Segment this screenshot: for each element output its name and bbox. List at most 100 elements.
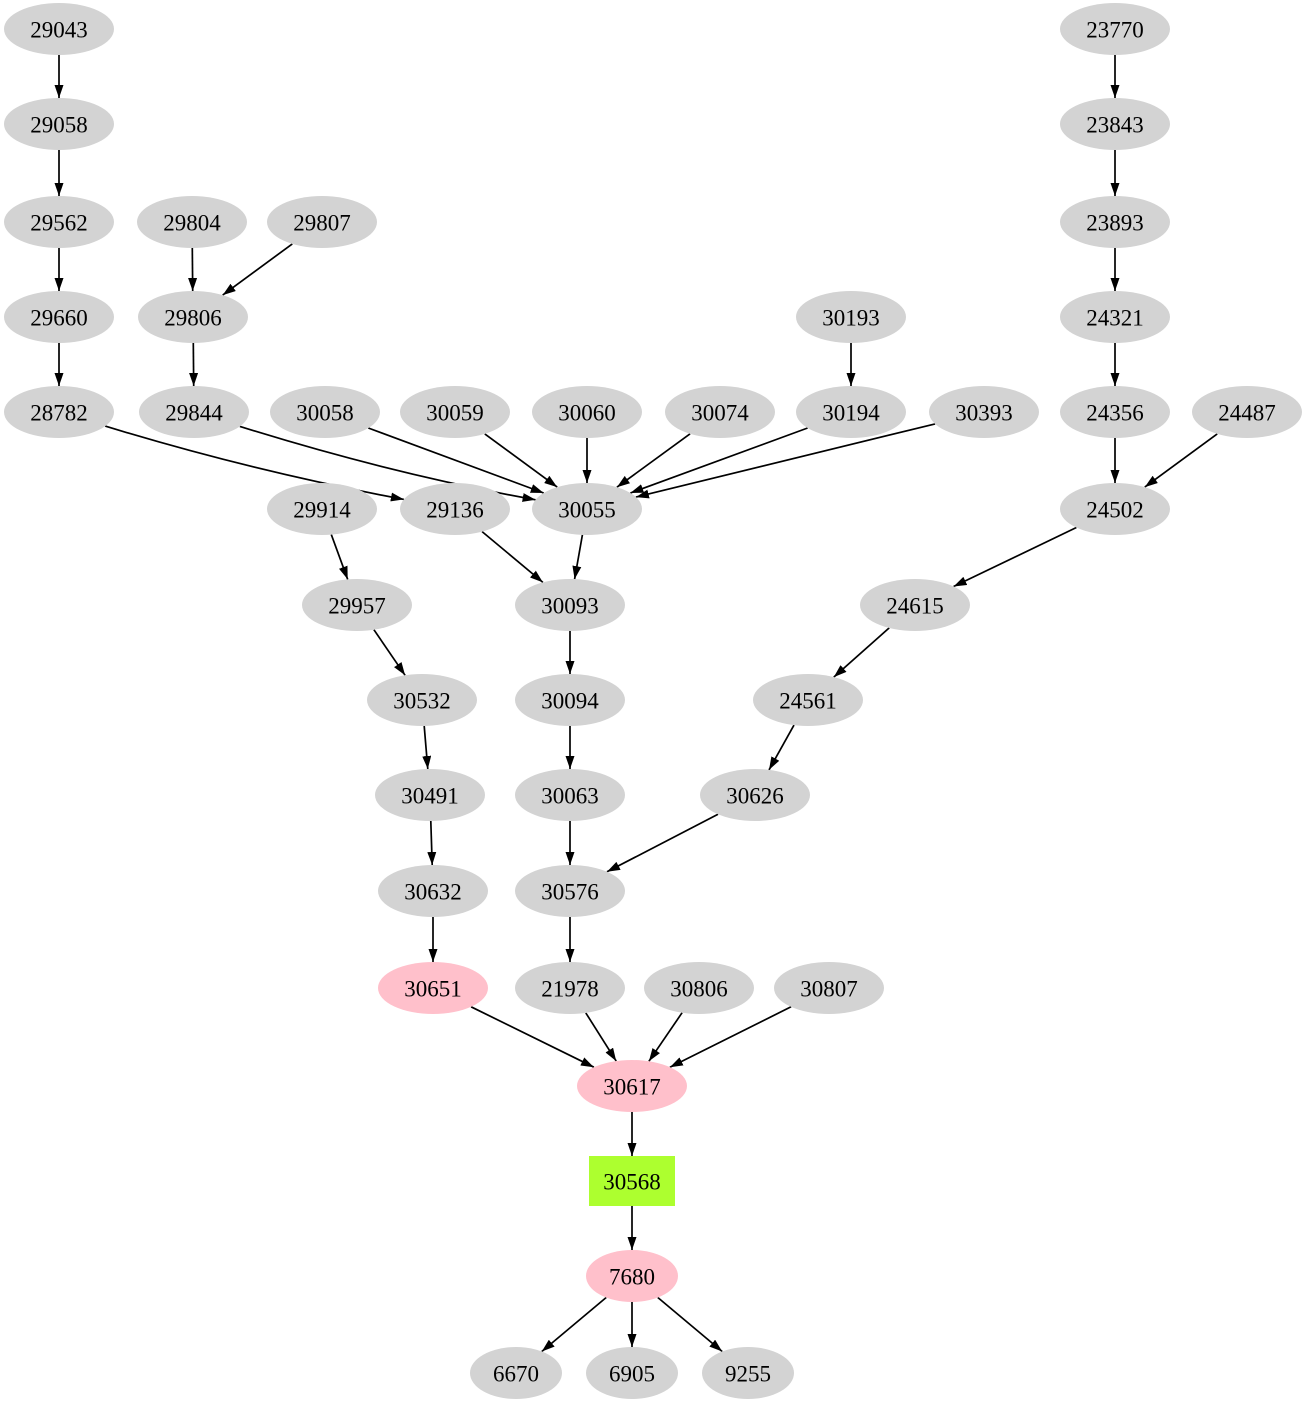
graph-edge-30806-30617 xyxy=(648,1012,683,1062)
graph-node-30617: 30617 xyxy=(577,1060,687,1112)
node-label: 30632 xyxy=(404,880,462,905)
graph-edge-29136-30093 xyxy=(481,530,544,584)
graph-node-9255: 9255 xyxy=(702,1347,794,1399)
graph-node-30576: 30576 xyxy=(515,865,625,917)
node-label: 23770 xyxy=(1086,18,1144,43)
node-shape-ellipse xyxy=(665,386,775,438)
node-shape-ellipse xyxy=(1060,483,1170,535)
node-shape-ellipse xyxy=(796,386,906,438)
graph-node-23893: 23893 xyxy=(1060,196,1170,248)
node-shape-ellipse xyxy=(515,865,625,917)
node-shape-ellipse xyxy=(1192,386,1302,438)
node-label: 24561 xyxy=(779,689,837,714)
graph-edge-7680-6670 xyxy=(541,1296,607,1353)
node-shape-ellipse xyxy=(774,962,884,1014)
graph-edge-21978-30617 xyxy=(585,1012,617,1062)
graph-edge-30059-30055 xyxy=(484,433,558,488)
node-label: 30651 xyxy=(404,977,462,1002)
node-label: 30532 xyxy=(393,689,451,714)
node-label: 30807 xyxy=(800,977,858,1002)
graph-edge-30074-30055 xyxy=(616,433,691,488)
node-label: 30058 xyxy=(296,401,354,426)
graph-edge-24502-24615 xyxy=(953,526,1077,588)
graph-edge-30194-30055 xyxy=(630,427,808,494)
node-shape-ellipse xyxy=(1060,98,1170,150)
graph-node-30094: 30094 xyxy=(515,674,625,726)
node-label: 30626 xyxy=(726,784,784,809)
graph-node-21978: 21978 xyxy=(515,962,625,1014)
node-shape-ellipse xyxy=(267,483,377,535)
graph-edge-30651-30617 xyxy=(470,1006,595,1068)
graph-node-30059: 30059 xyxy=(400,386,510,438)
graph-node-23770: 23770 xyxy=(1060,3,1170,55)
node-shape-ellipse xyxy=(586,1250,678,1302)
graph-node-29043: 29043 xyxy=(4,3,114,55)
graph-node-29844: 29844 xyxy=(139,386,249,438)
graph-node-6670: 6670 xyxy=(470,1347,562,1399)
node-label: 30055 xyxy=(558,498,616,523)
graph-node-24561: 24561 xyxy=(753,674,863,726)
node-shape-ellipse xyxy=(4,386,114,438)
node-shape-ellipse xyxy=(515,674,625,726)
graph-node-30632: 30632 xyxy=(378,865,488,917)
graph-edge-28782-29136 xyxy=(104,425,405,502)
node-label: 29136 xyxy=(426,498,484,523)
node-shape-ellipse xyxy=(400,386,510,438)
node-label: 30193 xyxy=(822,306,880,331)
graph-node-30093: 30093 xyxy=(515,579,625,631)
node-label: 30806 xyxy=(670,977,728,1002)
node-label: 30617 xyxy=(603,1075,661,1100)
node-shape-ellipse xyxy=(700,769,810,821)
node-label: 6670 xyxy=(493,1362,539,1387)
node-label: 30093 xyxy=(541,594,599,619)
node-label: 30568 xyxy=(603,1170,661,1195)
graph-node-23843: 23843 xyxy=(1060,98,1170,150)
graph-edge-30807-30617 xyxy=(669,1006,792,1068)
node-label: 28782 xyxy=(30,401,88,426)
node-shape-ellipse xyxy=(1060,291,1170,343)
graph-node-30491: 30491 xyxy=(375,769,485,821)
node-shape-ellipse xyxy=(378,962,488,1014)
node-shape-ellipse xyxy=(367,674,477,726)
node-shape-ellipse xyxy=(860,579,970,631)
node-shape-ellipse xyxy=(375,769,485,821)
graph-edge-29807-29806 xyxy=(222,243,293,296)
graph-node-6905: 6905 xyxy=(586,1347,678,1399)
node-shape-ellipse xyxy=(1060,196,1170,248)
node-label: 9255 xyxy=(725,1362,771,1387)
graph-edge-29914-29957 xyxy=(330,534,349,580)
node-shape-ellipse xyxy=(929,386,1039,438)
graph-edge-30058-30055 xyxy=(368,427,544,494)
node-label: 24615 xyxy=(886,594,944,619)
graph-node-29804: 29804 xyxy=(137,196,247,248)
node-label: 29058 xyxy=(30,113,88,138)
graph-node-24321: 24321 xyxy=(1060,291,1170,343)
node-shape-ellipse xyxy=(644,962,754,1014)
node-label: 7680 xyxy=(609,1265,655,1290)
node-label: 30074 xyxy=(691,401,749,426)
graph-node-24356: 24356 xyxy=(1060,386,1170,438)
node-label: 30576 xyxy=(541,880,599,905)
graph-node-29807: 29807 xyxy=(267,196,377,248)
node-shape-ellipse xyxy=(515,962,625,1014)
node-shape-ellipse xyxy=(515,579,625,631)
graph-node-30806: 30806 xyxy=(644,962,754,1014)
node-shape-ellipse xyxy=(4,98,114,150)
node-label: 29562 xyxy=(30,211,88,236)
node-shape-ellipse xyxy=(470,1347,562,1399)
graph-edge-24561-30626 xyxy=(768,724,795,771)
graph-edge-24615-24561 xyxy=(833,627,890,678)
node-shape-ellipse xyxy=(4,196,114,248)
graph-node-30074: 30074 xyxy=(665,386,775,438)
node-label: 30094 xyxy=(541,689,599,714)
graph-edge-30491-30632 xyxy=(427,820,437,866)
node-label: 30393 xyxy=(955,401,1013,426)
node-label: 29804 xyxy=(163,211,221,236)
node-label: 24356 xyxy=(1086,401,1144,426)
node-label: 30491 xyxy=(401,784,459,809)
node-shape-ellipse xyxy=(138,291,248,343)
node-shape-ellipse xyxy=(4,291,114,343)
graph-node-29957: 29957 xyxy=(302,579,412,631)
